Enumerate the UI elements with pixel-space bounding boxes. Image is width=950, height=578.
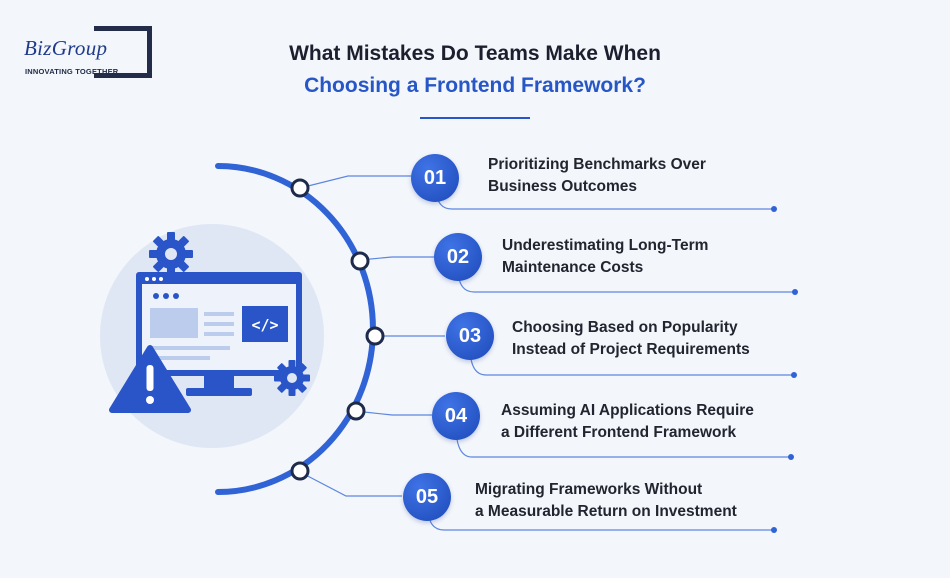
code-icon <box>242 306 288 342</box>
arc-node-04 <box>346 401 366 421</box>
step-badge-05: 05 <box>403 473 451 521</box>
step-badge-03: 03 <box>446 312 494 360</box>
monitor-icon: </> <box>136 272 302 396</box>
step-text-02-line-1: Underestimating Long-Term <box>502 237 709 254</box>
arc-nodes <box>290 178 385 481</box>
underline-end-dots <box>771 206 798 533</box>
end-dot-04 <box>788 454 794 460</box>
connector-01 <box>299 175 412 189</box>
step-text-02-line-2: Maintenance Costs <box>502 259 644 276</box>
step-text-01-line-2: Business Outcomes <box>488 178 638 195</box>
step-text-04-line-1: Assuming AI Applications Require <box>501 402 754 419</box>
step-text-04: Assuming AI Applications Require a Diffe… <box>501 400 754 444</box>
logo-name: BizGroup <box>24 36 108 60</box>
end-dot-02 <box>792 289 798 295</box>
end-dot-01 <box>771 206 777 212</box>
logo-frame <box>94 26 152 78</box>
warning-icon <box>109 345 191 413</box>
step-text-01: Prioritizing Benchmarks Over Business Ou… <box>488 154 706 198</box>
small-gear-icon <box>274 360 310 396</box>
title-underline <box>420 117 530 119</box>
step-text-03: Choosing Based on Popularity Instead of … <box>512 317 750 361</box>
step-text-05-line-1: Migrating Frameworks Without <box>475 481 703 498</box>
end-dot-03 <box>791 372 797 378</box>
logo-tagline: INNOVATING TOGETHER <box>25 67 119 76</box>
arc-node-02 <box>350 251 370 271</box>
step-text-01-line-1: Prioritizing Benchmarks Over <box>488 156 706 173</box>
code-glyph: </> <box>251 316 278 334</box>
step-text-03-line-1: Choosing Based on Popularity <box>512 319 738 336</box>
arc-node-01 <box>290 178 310 198</box>
arc-node-05 <box>290 461 310 481</box>
connector-02 <box>359 256 434 261</box>
connector-04 <box>354 410 432 416</box>
step-text-04-line-2: a Different Frontend Framework <box>501 424 737 441</box>
step-badge-04: 04 <box>432 392 480 440</box>
brand-logo: BizGroup INNOVATING TOGETHER <box>24 22 158 84</box>
step-text-05: Migrating Frameworks Without a Measurabl… <box>475 479 737 523</box>
end-dot-05 <box>771 527 777 533</box>
step-badge-01: 01 <box>411 154 459 202</box>
step-text-05-line-2: a Measurable Return on Investment <box>475 503 737 520</box>
arc-node-03 <box>365 326 385 346</box>
page-title-line-1: What Mistakes Do Teams Make When <box>289 42 661 65</box>
connector-05 <box>299 471 402 497</box>
gear-icon <box>149 232 193 276</box>
step-text-02: Underestimating Long-Term Maintenance Co… <box>502 235 708 279</box>
step-text-03-line-2: Instead of Project Requirements <box>512 341 750 358</box>
step-badge-02: 02 <box>434 233 482 281</box>
page-title-line-2: Choosing a Frontend Framework? <box>304 74 646 97</box>
